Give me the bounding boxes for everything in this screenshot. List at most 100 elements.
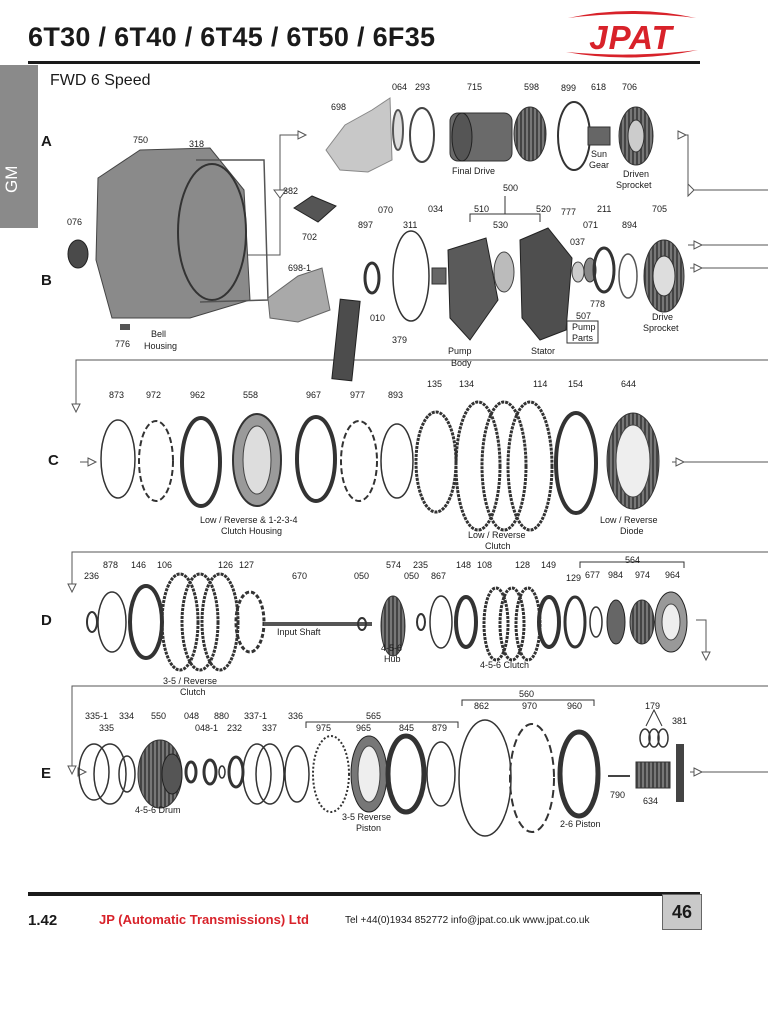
part-label: 698: [331, 102, 346, 112]
part-label: 048-1: [195, 723, 218, 733]
part-label: 967: [306, 390, 321, 400]
part-label: 381: [672, 716, 687, 726]
part-label: 862: [474, 701, 489, 711]
part-label: 750: [133, 135, 148, 145]
part-label: Hub: [384, 654, 401, 664]
part-label: Low / Reverse & 1-2-3-4: [200, 515, 298, 525]
part-label: 034: [428, 204, 443, 214]
part-label: 873: [109, 390, 124, 400]
part-label: Clutch: [485, 541, 511, 551]
part-label: 070: [378, 205, 393, 215]
part-label: Parts: [572, 333, 594, 343]
part-label: Low / Reverse: [468, 530, 526, 540]
part-label: 337-1: [244, 711, 267, 721]
part-label: 972: [146, 390, 161, 400]
part-label: 154: [568, 379, 583, 389]
part-label: 960: [567, 701, 582, 711]
part-label: Pump: [572, 322, 596, 332]
part-label: Body: [451, 358, 472, 368]
part-label: 845: [399, 723, 414, 733]
part-label: 311: [403, 220, 417, 230]
part-label: Final Drive: [452, 166, 495, 176]
part-label: 507: [576, 311, 591, 321]
part-label: Housing: [144, 341, 177, 351]
part-label: Gear: [589, 160, 609, 170]
part-label: 128: [515, 560, 530, 570]
part-label: 984: [608, 570, 623, 580]
part-label: Pump: [448, 346, 472, 356]
part-label: Drive: [652, 312, 673, 322]
side-tab: GM: [0, 65, 38, 228]
part-label: Stator: [531, 346, 555, 356]
part-label: 565: [366, 711, 381, 721]
row-e-parts: [78, 699, 684, 837]
part-label: 598: [524, 82, 539, 92]
part-label: 126: [218, 560, 233, 570]
part-label: 127: [239, 560, 254, 570]
part-label: Clutch Housing: [221, 526, 282, 536]
part-label: Clutch: [180, 687, 206, 697]
part-label: 867: [431, 571, 446, 581]
part-label: 975: [316, 723, 331, 733]
row-a-parts: [325, 97, 654, 173]
part-label: 108: [477, 560, 492, 570]
part-label: 382: [283, 186, 298, 196]
part-label: Driven: [623, 169, 649, 179]
part-label: 071: [583, 220, 598, 230]
part-label: 235: [413, 560, 428, 570]
part-label: 705: [652, 204, 667, 214]
part-label: Diode: [620, 526, 644, 536]
part-label: 894: [622, 220, 637, 230]
part-label: 702: [302, 232, 317, 242]
row-letter-e: E: [41, 765, 52, 782]
part-label: 778: [590, 299, 605, 309]
page-title: 6T30 / 6T40 / 6T45 / 6T50 / 6F35: [28, 22, 436, 52]
part-label: 129: [566, 573, 581, 583]
row-b-parts: [67, 147, 685, 382]
contact-info: Tel +44(0)1934 852772 info@jpat.co.uk ww…: [345, 915, 590, 926]
part-label: 3-5 / Reverse: [163, 676, 217, 686]
part-label: 4-5-6 Drum: [135, 805, 181, 815]
part-label: 179: [645, 701, 660, 711]
part-label: 114: [533, 379, 547, 389]
part-label: 293: [415, 82, 430, 92]
row-d-parts: [86, 561, 688, 672]
part-label: 037: [570, 237, 585, 247]
jpat-logo: JPAT: [562, 8, 700, 60]
part-label: 336: [288, 711, 303, 721]
part-label: 010: [370, 313, 385, 323]
part-label: 670: [292, 571, 307, 581]
part-label: 899: [561, 83, 576, 93]
part-label: 644: [621, 379, 636, 389]
part-label: 318: [189, 139, 204, 149]
row-letter-c: C: [48, 452, 59, 469]
part-label: 148: [456, 560, 471, 570]
part-label: 2-6 Piston: [560, 819, 601, 829]
part-label: 962: [190, 390, 205, 400]
row-c-parts: [100, 400, 660, 532]
part-label: 4-5-6 Clutch: [480, 660, 529, 670]
part-label: Bell: [151, 329, 166, 339]
part-label: 335-1: [85, 711, 108, 721]
row-letter-b: B: [41, 272, 52, 289]
part-label: 897: [358, 220, 373, 230]
flow-lines: [71, 134, 768, 773]
part-label: Sun: [591, 149, 607, 159]
part-label: 3-5 Reverse: [342, 812, 391, 822]
part-label: 510: [474, 204, 489, 214]
part-label: 211: [597, 204, 611, 214]
part-label: Sprocket: [616, 180, 652, 190]
part-label: 706: [622, 82, 637, 92]
part-label: 4-5-6: [381, 643, 402, 653]
part-label: 236: [84, 571, 99, 581]
part-label: 134: [459, 379, 474, 389]
part-label: 550: [151, 711, 166, 721]
part-label: 970: [522, 701, 537, 711]
part-label: 558: [243, 390, 258, 400]
part-label: 050: [354, 571, 369, 581]
part-label: 965: [356, 723, 371, 733]
part-label: 893: [388, 390, 403, 400]
part-label: 776: [115, 339, 130, 349]
part-label: 334: [119, 711, 134, 721]
